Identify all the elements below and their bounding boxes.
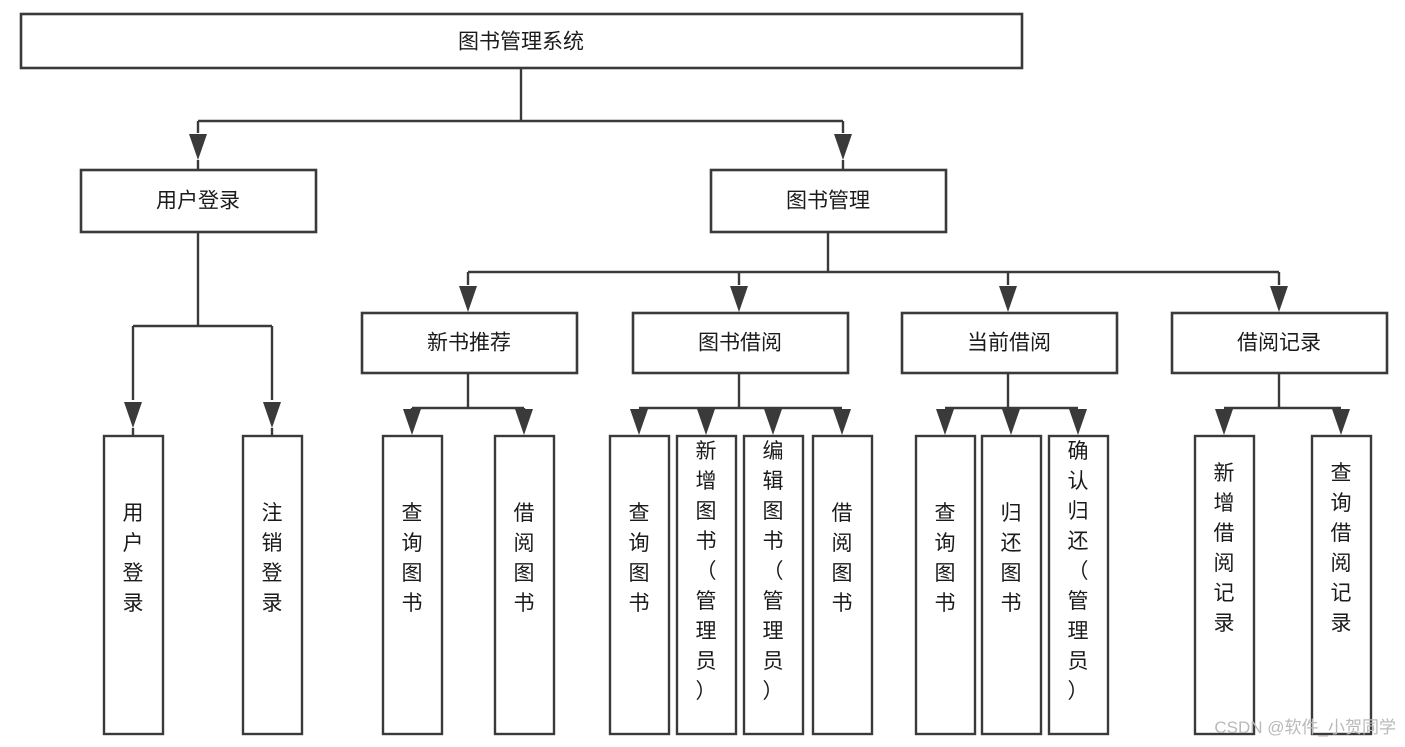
- leaf-box[interactable]: [493, 434, 556, 736]
- leaf-label: 查询图书: [935, 502, 956, 615]
- connector-group-current-borrow: [936, 373, 1087, 436]
- node-leaf-query-record[interactable]: 查询借阅记录: [1310, 434, 1373, 736]
- node-leaf-edit-book[interactable]: 编辑图书（管理员）: [742, 434, 805, 736]
- leaf-label: 确认归还（管理员）: [1068, 440, 1089, 703]
- node-new-book-recommend-box[interactable]: [360, 311, 579, 375]
- arrow-icon: [1069, 409, 1087, 435]
- node-book-borrow-label: 图书借阅: [698, 332, 782, 355]
- arrow-icon: [630, 409, 648, 435]
- arrow-icon: [459, 286, 477, 312]
- node-leaf-borrow-book-2[interactable]: 借阅图书: [811, 434, 874, 736]
- node-current-borrow-label: 当前借阅: [967, 332, 1051, 355]
- arrow-icon: [1002, 409, 1020, 435]
- node-current-borrow-box[interactable]: [900, 311, 1119, 375]
- arrow-icon: [263, 402, 281, 428]
- node-leaf-query-book-2[interactable]: 查询图书: [608, 434, 671, 736]
- leaf-box[interactable]: [811, 434, 874, 736]
- arrow-icon: [124, 402, 142, 428]
- leaf-label: 新增借阅记录: [1214, 462, 1235, 635]
- node-leaf-return-book[interactable]: 归还图书: [980, 434, 1043, 736]
- node-user-login[interactable]: 用户登录: [79, 168, 318, 234]
- node-book-manage-box[interactable]: [709, 168, 948, 234]
- node-book-borrow-box[interactable]: [631, 311, 850, 375]
- node-leaf-query-book-3[interactable]: 查询图书: [914, 434, 977, 736]
- connector-group-new-book-recommend: [403, 373, 533, 436]
- connector-group-book-borrow: [630, 373, 851, 436]
- arrow-icon: [1332, 409, 1350, 435]
- arrow-icon: [1270, 286, 1288, 312]
- node-book-manage[interactable]: 图书管理: [709, 168, 948, 234]
- leaf-label: 新增图书（管理员）: [696, 440, 717, 703]
- connector-group-user-login: [124, 232, 281, 436]
- leaf-box[interactable]: [608, 434, 671, 736]
- leaf-label: 用户登录: [123, 502, 144, 615]
- leaf-box[interactable]: [914, 434, 977, 736]
- leaf-label: 归还图书: [1001, 502, 1022, 615]
- node-leaf-add-record[interactable]: 新增借阅记录: [1193, 434, 1256, 736]
- arrow-icon: [999, 286, 1017, 312]
- node-leaf-borrow-book-1[interactable]: 借阅图书: [493, 434, 556, 736]
- node-book-borrow[interactable]: 图书借阅: [631, 311, 850, 375]
- node-user-login-label: 用户登录: [156, 190, 240, 213]
- connector-group-book-manage: [459, 232, 1288, 313]
- leaf-box[interactable]: [742, 434, 805, 736]
- arrow-icon: [730, 286, 748, 312]
- node-new-book-recommend[interactable]: 新书推荐: [360, 311, 579, 375]
- node-user-login-box[interactable]: [79, 168, 318, 234]
- node-leaf-user-login[interactable]: 用户登录: [102, 434, 165, 736]
- node-leaf-user-logout[interactable]: 注销登录: [241, 434, 304, 736]
- node-borrow-record-box[interactable]: [1170, 311, 1389, 375]
- arrow-icon: [936, 409, 954, 435]
- leaf-label: 查询图书: [402, 502, 423, 615]
- node-new-book-recommend-label: 新书推荐: [427, 332, 511, 355]
- leaf-label: 借阅图书: [832, 502, 853, 615]
- arrow-icon: [697, 409, 715, 435]
- leaf-box[interactable]: [1193, 434, 1256, 736]
- watermark-text: CSDN @软件_小贺同学: [1214, 718, 1396, 737]
- leaf-box[interactable]: [1047, 434, 1110, 736]
- arrow-icon: [834, 134, 852, 160]
- node-borrow-record-label: 借阅记录: [1237, 332, 1321, 355]
- arrow-icon: [833, 409, 851, 435]
- leaf-label: 注销登录: [262, 502, 283, 615]
- node-root-label: 图书管理系统: [458, 31, 584, 54]
- connector-group-borrow-record: [1215, 373, 1350, 436]
- arrow-icon: [189, 134, 207, 160]
- node-current-borrow[interactable]: 当前借阅: [900, 311, 1119, 375]
- node-leaf-add-book[interactable]: 新增图书（管理员）: [675, 434, 738, 736]
- leaf-box[interactable]: [675, 434, 738, 736]
- leaf-box[interactable]: [102, 434, 165, 736]
- node-root-box[interactable]: [19, 12, 1024, 70]
- node-root[interactable]: 图书管理系统: [19, 12, 1024, 70]
- leaf-box[interactable]: [381, 434, 444, 736]
- node-borrow-record[interactable]: 借阅记录: [1170, 311, 1389, 375]
- leaf-box[interactable]: [241, 434, 304, 736]
- node-leaf-query-book-1[interactable]: 查询图书: [381, 434, 444, 736]
- arrow-icon: [764, 409, 782, 435]
- node-book-manage-label: 图书管理: [786, 190, 870, 213]
- node-leaf-confirm-return[interactable]: 确认归还（管理员）: [1047, 434, 1110, 736]
- leaf-box[interactable]: [1310, 434, 1373, 736]
- leaf-label: 借阅图书: [514, 502, 535, 615]
- leaf-label: 编辑图书（管理员）: [763, 440, 784, 703]
- connector-group-root: [189, 68, 852, 170]
- arrow-icon: [515, 409, 533, 435]
- leaf-label: 查询借阅记录: [1331, 462, 1352, 635]
- leaf-box[interactable]: [980, 434, 1043, 736]
- leaf-label: 查询图书: [629, 502, 650, 615]
- arrow-icon: [403, 409, 421, 435]
- arrow-icon: [1215, 409, 1233, 435]
